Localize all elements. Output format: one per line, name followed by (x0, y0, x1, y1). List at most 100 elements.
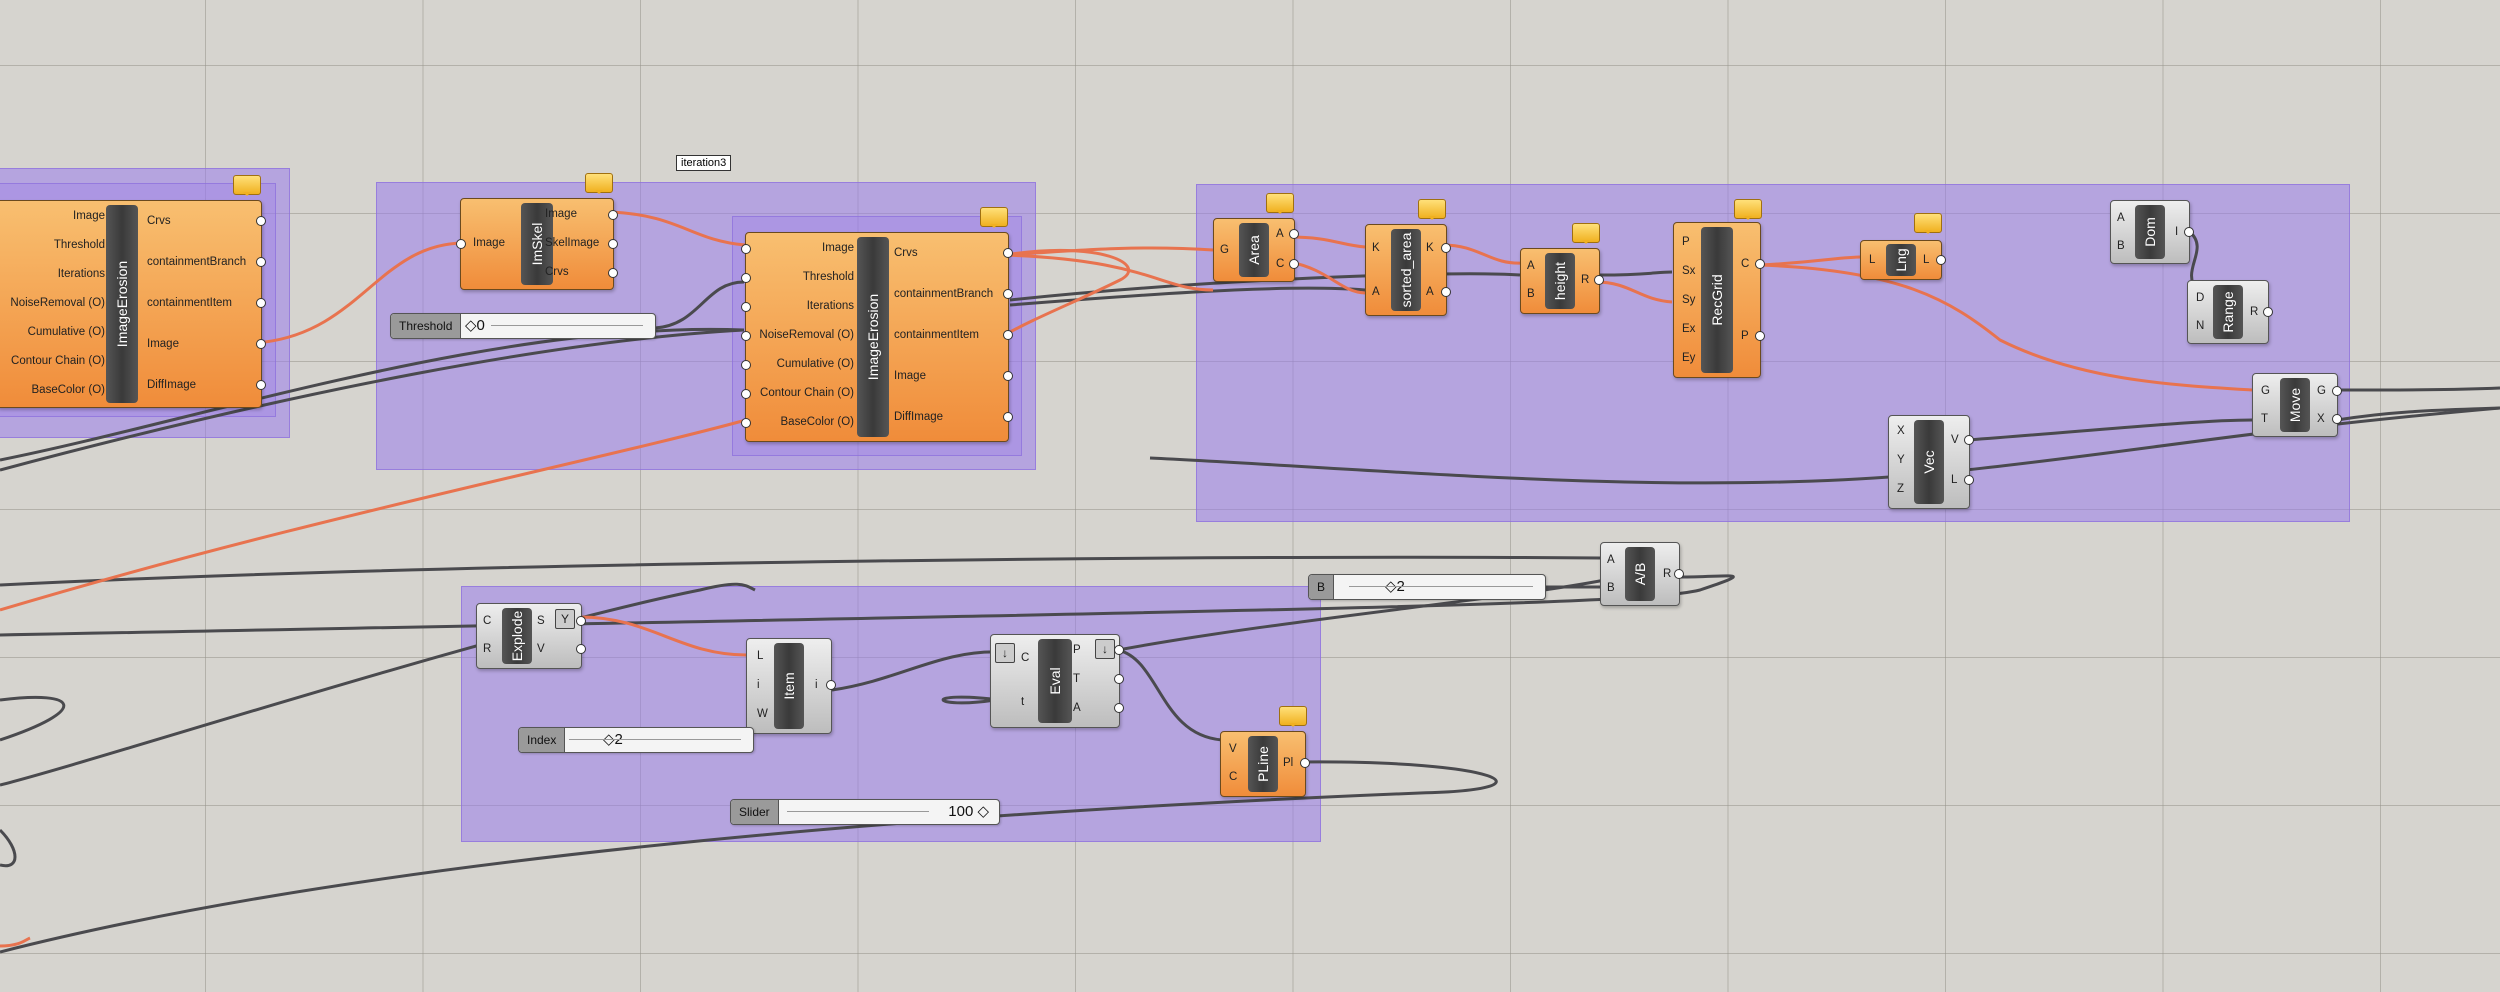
output-grip[interactable] (608, 210, 618, 220)
threshold-slider[interactable]: Threshold ◇0 (390, 313, 656, 339)
move-component[interactable]: Move G T G X (2252, 373, 2342, 437)
output-grip[interactable] (2263, 307, 2273, 317)
recgrid-component[interactable]: RecGrid P Sx Sy Ex Ey C P (1673, 222, 1765, 378)
message-balloon-icon[interactable] (1734, 199, 1762, 220)
output-grip[interactable] (826, 680, 836, 690)
image-erosion-component-2[interactable]: ImageErosion Image Threshold Iterations … (741, 232, 1013, 442)
output-grip[interactable] (1289, 259, 1299, 269)
output-grip[interactable] (1755, 259, 1765, 269)
component-name-bar: RecGrid (1701, 227, 1733, 373)
message-balloon-icon[interactable] (1572, 223, 1600, 244)
component-name-bar: Item (774, 643, 804, 729)
sorted-area-component[interactable]: sorted_area K A K A (1365, 224, 1451, 316)
input-pin: A (1607, 554, 1615, 566)
output-grip[interactable] (256, 298, 266, 308)
output-grip[interactable] (608, 239, 618, 249)
input-grip[interactable] (741, 244, 751, 254)
evaluate-curve-component[interactable]: Eval ↓ ↓ C t P T A (990, 634, 1124, 728)
scribble-iteration3[interactable]: iteration3 (676, 155, 732, 171)
output-grip[interactable] (1936, 255, 1946, 265)
graft-icon[interactable]: Y (555, 609, 575, 629)
output-grip[interactable] (1674, 569, 1684, 579)
output-pin: Crvs (545, 266, 569, 278)
output-grip[interactable] (256, 257, 266, 267)
component-name-bar: Move (2280, 378, 2310, 432)
slider-track[interactable] (787, 811, 929, 812)
input-grip[interactable] (741, 389, 751, 399)
output-grip[interactable] (256, 380, 266, 390)
message-balloon-icon[interactable] (1266, 193, 1294, 214)
area-component[interactable]: Area G A C (1213, 218, 1299, 282)
output-grip[interactable] (1755, 331, 1765, 341)
slider-value: ◇2 (1385, 578, 1405, 595)
input-pin: C (1229, 771, 1238, 783)
output-grip[interactable] (1003, 412, 1013, 422)
output-grip[interactable] (576, 644, 586, 654)
slider-track[interactable] (569, 739, 741, 740)
component-name: Area (1246, 235, 1262, 265)
reparameterize-icon[interactable]: ↓ (1095, 639, 1115, 659)
input-pin: A (1372, 286, 1380, 298)
list-item-component[interactable]: Item L i W i (746, 638, 836, 734)
input-grip[interactable] (741, 418, 751, 428)
input-pin: C (1021, 652, 1030, 664)
output-grip[interactable] (1003, 248, 1013, 258)
index-slider[interactable]: Index ◇2 (518, 727, 754, 753)
message-balloon-icon[interactable] (980, 207, 1008, 228)
polyline-component[interactable]: PLine V C Pl (1220, 731, 1310, 797)
output-pin: containmentBranch (147, 256, 247, 268)
output-grip[interactable] (1114, 645, 1124, 655)
output-grip[interactable] (256, 339, 266, 349)
output-grip[interactable] (1300, 758, 1310, 768)
output-grip[interactable] (2332, 414, 2342, 424)
explode-component[interactable]: Explode C R S V Y (476, 603, 586, 669)
output-grip[interactable] (1289, 229, 1299, 239)
slider-track[interactable] (1349, 586, 1533, 587)
reparameterize-icon[interactable]: ↓ (995, 643, 1015, 663)
output-grip[interactable] (2184, 227, 2194, 237)
b-slider[interactable]: B ◇2 (1308, 574, 1546, 600)
height-component[interactable]: height A B R (1520, 248, 1604, 314)
vector-component[interactable]: Vec X Y Z V L (1888, 415, 1974, 509)
output-grip[interactable] (1003, 289, 1013, 299)
slider-label: B (1309, 575, 1335, 599)
output-grip[interactable] (256, 216, 266, 226)
input-grip[interactable] (456, 239, 466, 249)
input-pin: BaseColor (O) (780, 416, 855, 428)
output-grip[interactable] (1003, 371, 1013, 381)
input-grip[interactable] (741, 273, 751, 283)
value-slider[interactable]: Slider 100 ◇ (730, 799, 1000, 825)
output-grip[interactable] (1003, 330, 1013, 340)
range-component[interactable]: Range D N R (2187, 280, 2273, 344)
slider-track[interactable] (491, 325, 643, 326)
output-pin: S (537, 615, 545, 627)
input-pin: L (1869, 254, 1876, 266)
output-grip[interactable] (1114, 703, 1124, 713)
message-balloon-icon[interactable] (1914, 213, 1942, 234)
input-grip[interactable] (741, 331, 751, 341)
output-grip[interactable] (2332, 386, 2342, 396)
output-grip[interactable] (1964, 475, 1974, 485)
output-grip[interactable] (1114, 674, 1124, 684)
input-grip[interactable] (741, 302, 751, 312)
output-grip[interactable] (608, 268, 618, 278)
input-grip[interactable] (741, 360, 751, 370)
imskel-component[interactable]: ImSkel Image Image SkelImage Crvs (456, 198, 618, 290)
image-erosion-component-1[interactable]: ImageErosion Image Threshold Iterations … (0, 200, 266, 408)
length-component[interactable]: Lng L L (1860, 240, 1946, 280)
component-name-bar: Range (2213, 285, 2243, 339)
message-balloon-icon[interactable] (233, 175, 261, 196)
output-grip[interactable] (576, 616, 586, 626)
message-balloon-icon[interactable] (1279, 706, 1307, 727)
output-grip[interactable] (1964, 435, 1974, 445)
domain-component[interactable]: Dom A B I (2110, 200, 2194, 264)
division-component[interactable]: A/B A B R (1600, 542, 1684, 606)
message-balloon-icon[interactable] (585, 173, 613, 194)
input-pin: L (757, 650, 764, 662)
message-balloon-icon[interactable] (1418, 199, 1446, 220)
output-grip[interactable] (1594, 275, 1604, 285)
output-grip[interactable] (1441, 287, 1451, 297)
component-name: Explode (509, 610, 525, 662)
slider-label: Index (519, 728, 566, 752)
output-grip[interactable] (1441, 243, 1451, 253)
